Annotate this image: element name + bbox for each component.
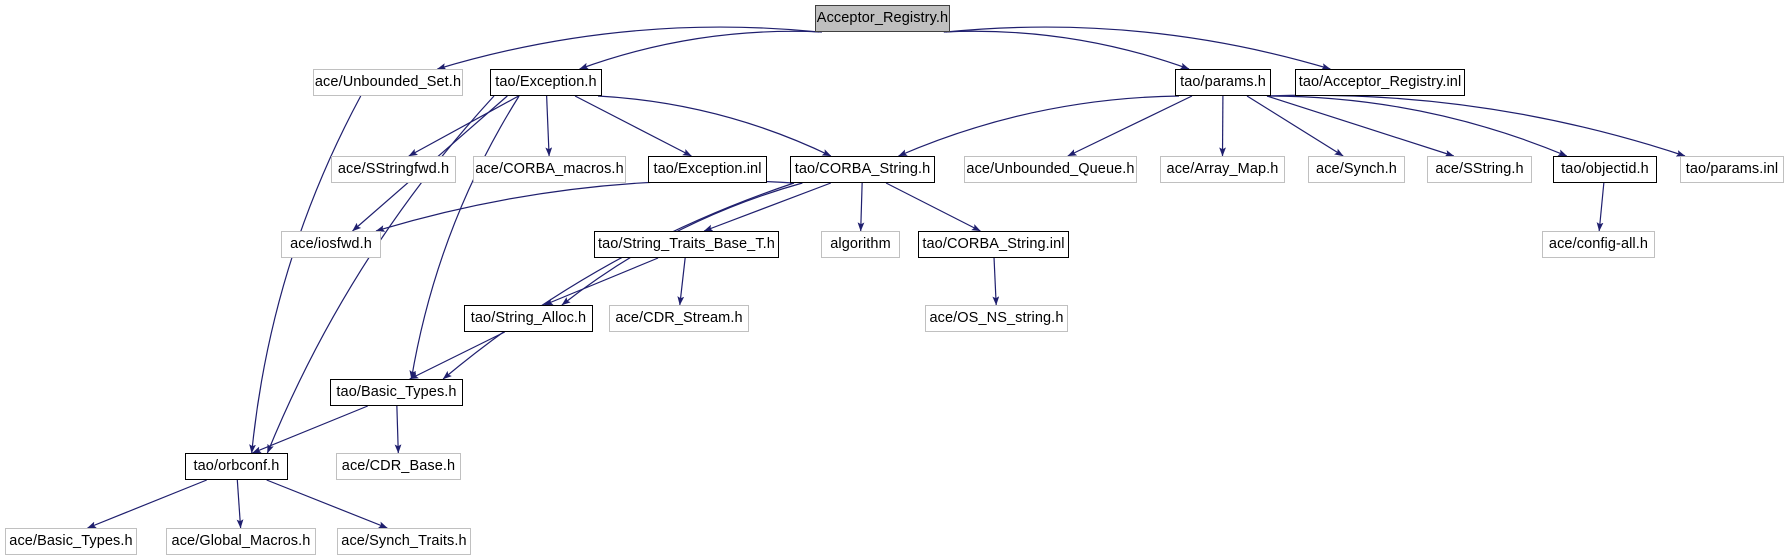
graph-node-label: tao/CORBA_String.inl [922,236,1065,253]
graph-node-ace-basic-types-h[interactable]: ace/Basic_Types.h [5,528,137,555]
graph-node-corba-string-h[interactable]: tao/CORBA_String.h [790,156,935,183]
graph-node-objectid-h[interactable]: tao/objectid.h [1553,156,1657,183]
graph-edge-exception-h-to-sstringfwd-h [408,95,519,157]
graph-node-sstring-h[interactable]: ace/SString.h [1427,156,1532,183]
graph-node-label: tao/objectid.h [1561,161,1649,178]
graph-node-label: tao/CORBA_String.h [794,161,931,178]
graph-node-array-map-h[interactable]: ace/Array_Map.h [1160,156,1285,183]
graph-edge-acceptor-registry-h-to-acceptor-registry-inl [945,26,1331,70]
graph-node-cdr-stream-h[interactable]: ace/CDR_Stream.h [609,305,749,332]
graph-node-label: ace/Synch_Traits.h [341,533,467,550]
graph-edge-params-h-to-unbounded-queue-h [1067,95,1193,157]
graph-node-label: ace/Array_Map.h [1166,161,1279,178]
graph-node-algorithm[interactable]: algorithm [821,231,900,258]
graph-node-synch-h[interactable]: ace/Synch.h [1308,156,1405,183]
graph-edge-corba-string-h-to-corba-string-inl [885,182,981,232]
graph-node-label: ace/Basic_Types.h [9,533,133,550]
graph-edge-string-traits-base-t-h-to-string-alloc-h [543,257,659,306]
graph-node-params-h[interactable]: tao/params.h [1175,69,1271,96]
graph-node-label: ace/SString.h [1435,161,1524,178]
graph-edge-orbconf-h-to-ace-basic-types-h [87,479,207,529]
graph-node-iosfwd-h[interactable]: ace/iosfwd.h [281,231,381,258]
graph-edge-exception-h-to-corba-macros-h [545,95,553,157]
graph-node-string-alloc-h[interactable]: tao/String_Alloc.h [464,305,593,332]
graph-node-label: algorithm [830,236,891,253]
graph-edge-orbconf-h-to-global-macros-h [236,479,244,529]
graph-node-global-macros-h[interactable]: ace/Global_Macros.h [166,528,316,555]
edges-group [87,26,1686,529]
graph-edge-exception-h-to-exception-inl [574,95,692,157]
graph-node-label: tao/Exception.h [495,74,597,91]
graph-node-synch-traits-h[interactable]: ace/Synch_Traits.h [337,528,471,555]
graph-edge-corba-string-h-to-algorithm [857,182,865,232]
graph-node-label: tao/params.h [1180,74,1266,91]
graph-node-label: tao/Acceptor_Registry.inl [1298,74,1462,91]
graph-edge-acceptor-registry-h-to-params-h [943,30,1190,70]
graph-edge-basic-types-h-to-orbconf-h [252,405,368,454]
graph-node-unbounded-queue-h[interactable]: ace/Unbounded_Queue.h [964,156,1137,183]
graph-node-corba-string-inl[interactable]: tao/CORBA_String.inl [918,231,1069,258]
graph-edge-corba-string-inl-to-os-ns-string-h [992,257,1000,306]
graph-node-label: ace/OS_NS_string.h [929,310,1064,327]
graph-node-label: ace/CDR_Base.h [341,458,456,475]
graph-node-label: tao/Basic_Types.h [336,384,457,401]
graph-node-acceptor-registry-h[interactable]: Acceptor_Registry.h [815,5,950,32]
graph-node-label: ace/SStringfwd.h [337,161,450,178]
graph-node-params-inl[interactable]: tao/params.inl [1680,156,1784,183]
graph-node-string-traits-base-t-h[interactable]: tao/String_Traits_Base_T.h [594,231,779,258]
graph-node-label: ace/config-all.h [1548,236,1649,253]
graph-node-orbconf-h[interactable]: tao/orbconf.h [185,453,288,480]
graph-edge-corba-string-h-to-string-traits-base-t-h [703,182,832,232]
graph-node-label: ace/CDR_Stream.h [615,310,743,327]
graph-node-label: tao/orbconf.h [193,458,280,475]
graph-node-label: tao/String_Traits_Base_T.h [598,236,775,253]
graph-edge-params-h-to-synch-h [1246,95,1344,157]
graph-edge-params-h-to-params-inl [1266,94,1686,157]
graph-edge-corba-string-h-to-basic-types-h [442,182,795,380]
graph-node-config-all-h[interactable]: ace/config-all.h [1542,231,1655,258]
graph-node-label: Acceptor_Registry.h [816,10,949,27]
graph-node-cdr-base-h[interactable]: ace/CDR_Base.h [336,453,461,480]
graph-node-os-ns-string-h[interactable]: ace/OS_NS_string.h [925,305,1068,332]
graph-edge-params-h-to-sstring-h [1266,95,1455,157]
graph-node-label: tao/String_Alloc.h [470,310,587,327]
graph-edge-corba-string-h-to-iosfwd-h [375,179,795,232]
graph-node-label: ace/Unbounded_Queue.h [966,161,1135,178]
graph-edge-params-h-to-corba-string-h [898,95,1180,157]
graph-node-sstringfwd-h[interactable]: ace/SStringfwd.h [331,156,456,183]
graph-edge-exception-h-to-corba-string-h [597,95,832,157]
graph-node-label: ace/iosfwd.h [290,236,372,253]
graph-node-label: tao/params.inl [1685,161,1779,178]
graph-edge-string-traits-base-t-h-to-cdr-stream-h [677,257,686,306]
graph-edge-acceptor-registry-h-to-exception-h [579,30,822,70]
graph-node-unbounded-set-h[interactable]: ace/Unbounded_Set.h [313,69,463,96]
graph-node-acceptor-registry-inl[interactable]: tao/Acceptor_Registry.inl [1295,69,1465,96]
graph-node-label: ace/Unbounded_Set.h [314,74,462,91]
graph-edge-orbconf-h-to-synch-traits-h [266,479,388,529]
graph-node-corba-macros-h[interactable]: ace/CORBA_macros.h [473,156,626,183]
graph-node-label: tao/Exception.inl [653,161,762,178]
graph-node-exception-h[interactable]: tao/Exception.h [490,69,602,96]
graph-edge-basic-types-h-to-cdr-base-h [394,405,402,454]
graph-edge-string-alloc-h-to-basic-types-h [409,331,506,380]
graph-edge-exception-h-to-basic-types-h [409,95,520,380]
graph-node-basic-types-h[interactable]: tao/Basic_Types.h [330,379,463,406]
graph-node-label: ace/Synch.h [1316,161,1397,178]
graph-edge-acceptor-registry-h-to-unbounded-set-h [437,26,820,70]
graph-edge-objectid-h-to-config-all-h [1596,182,1605,232]
graph-edge-params-h-to-objectid-h [1266,95,1568,157]
graph-node-exception-inl[interactable]: tao/Exception.inl [648,156,767,183]
graph-node-label: ace/Global_Macros.h [171,533,311,550]
graph-node-label: ace/CORBA_macros.h [475,161,624,178]
